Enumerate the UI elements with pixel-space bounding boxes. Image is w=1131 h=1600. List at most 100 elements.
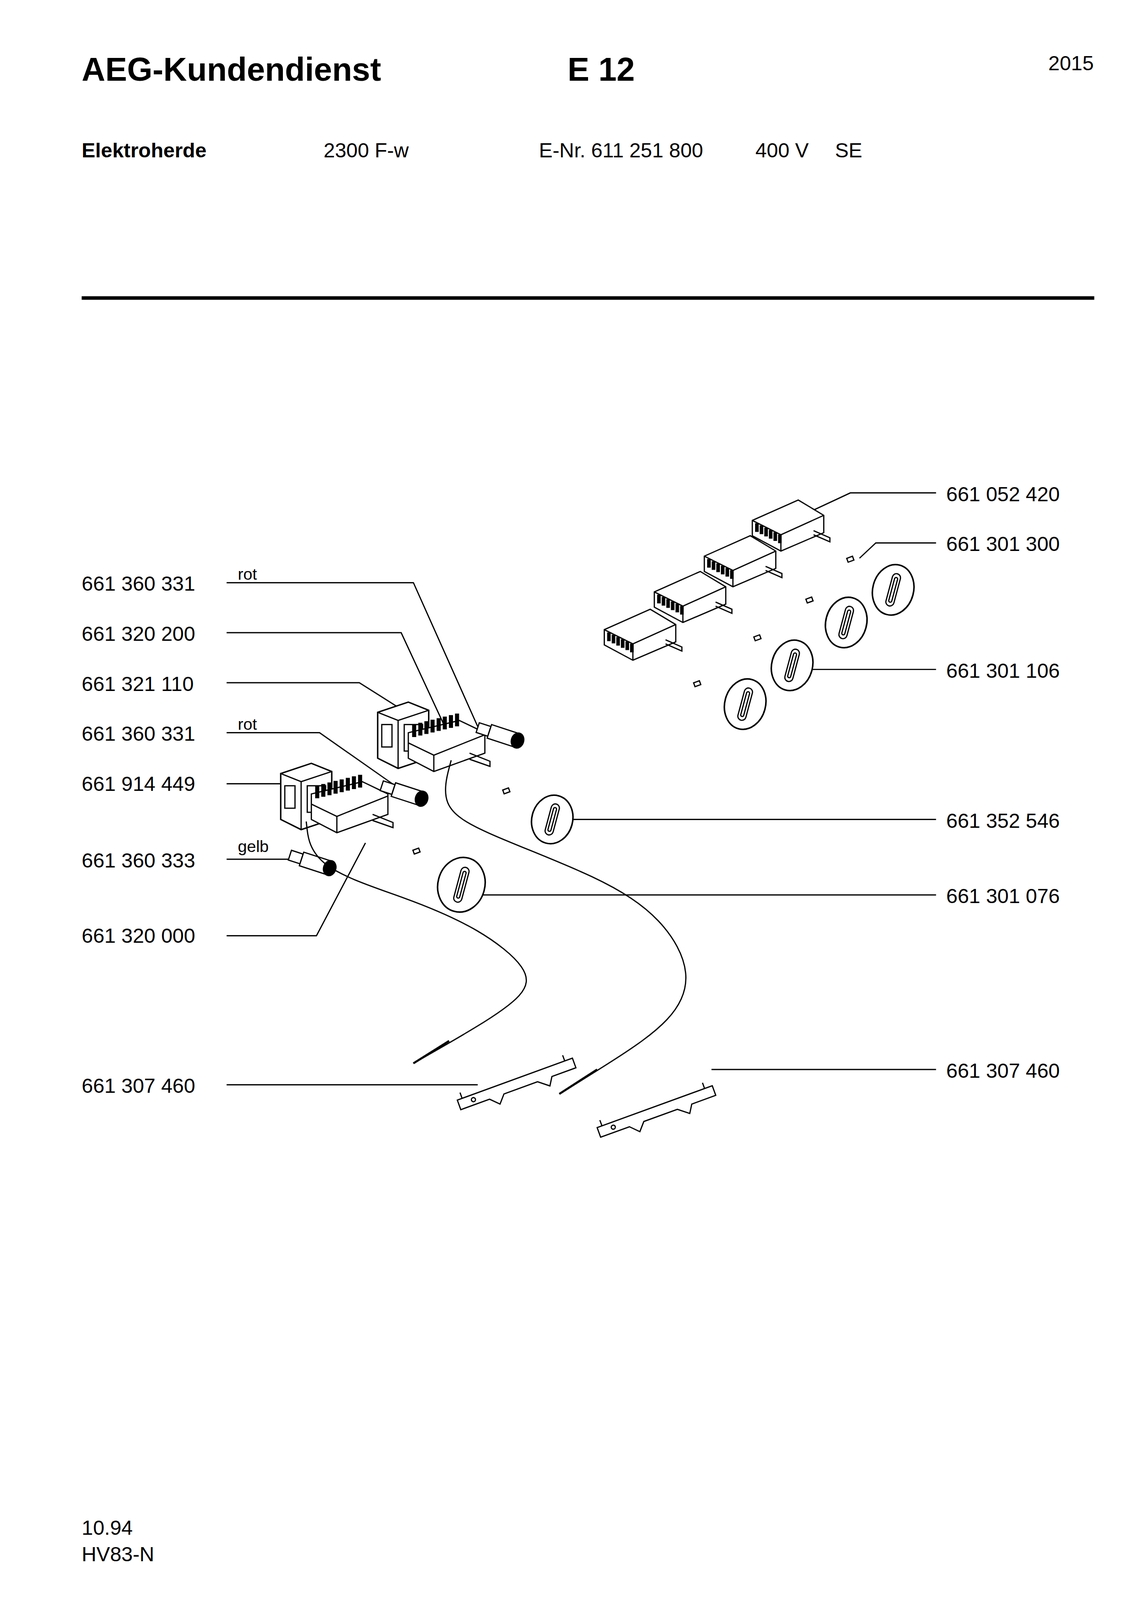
drawing-part — [456, 871, 467, 899]
drawing-part — [431, 852, 492, 918]
drawing-part — [610, 1125, 616, 1131]
drawing-part — [764, 528, 768, 537]
spring-clip — [846, 556, 855, 563]
drawing-part — [315, 786, 319, 799]
drawing-part — [413, 789, 430, 808]
drawing-part — [339, 779, 344, 793]
product-group: Elektroherde — [81, 140, 207, 161]
pilot-lamp — [287, 848, 338, 878]
drawing-part — [716, 563, 720, 573]
footer-note: 10.94 — [81, 1517, 133, 1539]
drawing-part — [657, 594, 661, 604]
spring-clip — [502, 787, 511, 794]
model-name: 2300 F-w — [323, 140, 409, 161]
drawing-part — [544, 803, 561, 837]
drawing-part — [787, 652, 798, 679]
part-number: 661 301 300 — [946, 533, 1060, 555]
drawing-part — [470, 1097, 476, 1103]
leader-line — [226, 583, 478, 727]
spring-clip — [805, 597, 814, 604]
drawing-part — [284, 786, 295, 809]
drawing-part — [327, 782, 332, 796]
drawing-part — [424, 721, 429, 735]
drawing-part — [838, 605, 855, 640]
energy-regulator — [604, 609, 683, 661]
drawing-part — [783, 648, 801, 683]
part-number: 661 360 331 — [81, 573, 196, 595]
drawing-part — [437, 718, 441, 731]
drawing-part — [740, 691, 751, 718]
drawing-part — [736, 687, 754, 722]
control-knob — [719, 674, 772, 735]
energy-regulator — [704, 536, 782, 588]
part-number: 661 301 076 — [946, 886, 1060, 907]
leader-line — [226, 783, 282, 785]
drawing-part — [719, 674, 772, 735]
page-title: AEG-Kundendienst — [81, 52, 381, 86]
drawing-part — [443, 717, 447, 730]
drawing-part — [760, 526, 764, 535]
leader-line — [226, 682, 399, 708]
drawing-part — [630, 644, 634, 653]
part-number: 661 307 460 — [946, 1060, 1060, 1082]
drawing-part — [755, 523, 759, 532]
voltage: 400 V — [755, 140, 809, 161]
leader-line — [226, 632, 455, 748]
control-knob — [866, 560, 920, 621]
part-number: 661 320 000 — [81, 925, 196, 947]
drawing-part — [321, 859, 339, 878]
drawing-part — [721, 566, 725, 575]
drawing-part — [866, 560, 920, 621]
drawing-part — [597, 1085, 719, 1146]
control-knob — [819, 592, 873, 653]
drawing-part — [671, 601, 675, 610]
drawing-part — [888, 577, 898, 603]
color-note: rot — [237, 566, 257, 584]
drawing-part — [675, 604, 679, 613]
drawing-part — [712, 561, 716, 570]
drawing-part — [311, 796, 388, 834]
drawing-part — [607, 632, 611, 642]
drawing-part — [707, 559, 711, 568]
capillary-tube — [306, 821, 527, 1064]
drawing-part — [725, 568, 730, 577]
drawing-part — [448, 715, 453, 728]
footer-note: HV83-N — [81, 1544, 155, 1565]
thermostat-switch — [280, 763, 393, 834]
drawing-part — [412, 724, 417, 738]
drawing-part — [730, 570, 734, 579]
leader-line — [859, 542, 937, 559]
drawing-part — [509, 731, 526, 751]
part-number: 661 301 106 — [946, 660, 1060, 682]
drawing-part — [345, 778, 350, 791]
drawing-part — [358, 775, 362, 788]
leader-line — [808, 668, 937, 671]
spring-clip — [693, 681, 701, 688]
spring-clip — [753, 635, 761, 642]
drawing-part — [620, 639, 625, 648]
leader-line — [572, 818, 937, 821]
control-knob — [431, 852, 492, 918]
drawing-part — [457, 1058, 579, 1118]
drawing-part — [430, 719, 435, 733]
drawing-part — [778, 534, 782, 543]
drawing-part — [715, 602, 732, 614]
drawing-part — [704, 536, 777, 588]
drawing-part — [769, 530, 773, 539]
drawing-part — [654, 587, 726, 623]
drawing-part — [625, 641, 630, 651]
thermostat-switch — [377, 702, 490, 772]
drawing-part — [599, 1083, 705, 1126]
drawing — [81, 297, 1095, 1146]
drawing-part — [841, 609, 851, 636]
leader-line — [481, 894, 937, 897]
leader-line — [711, 1068, 936, 1071]
product-number: E-Nr. 611 251 800 — [538, 140, 704, 161]
year: 2015 — [1048, 52, 1095, 74]
drawing-part — [372, 814, 394, 828]
drawing-part — [352, 776, 356, 790]
drawing-part — [547, 807, 557, 833]
mounting-bracket — [594, 1080, 719, 1146]
drawing-part — [819, 592, 873, 653]
